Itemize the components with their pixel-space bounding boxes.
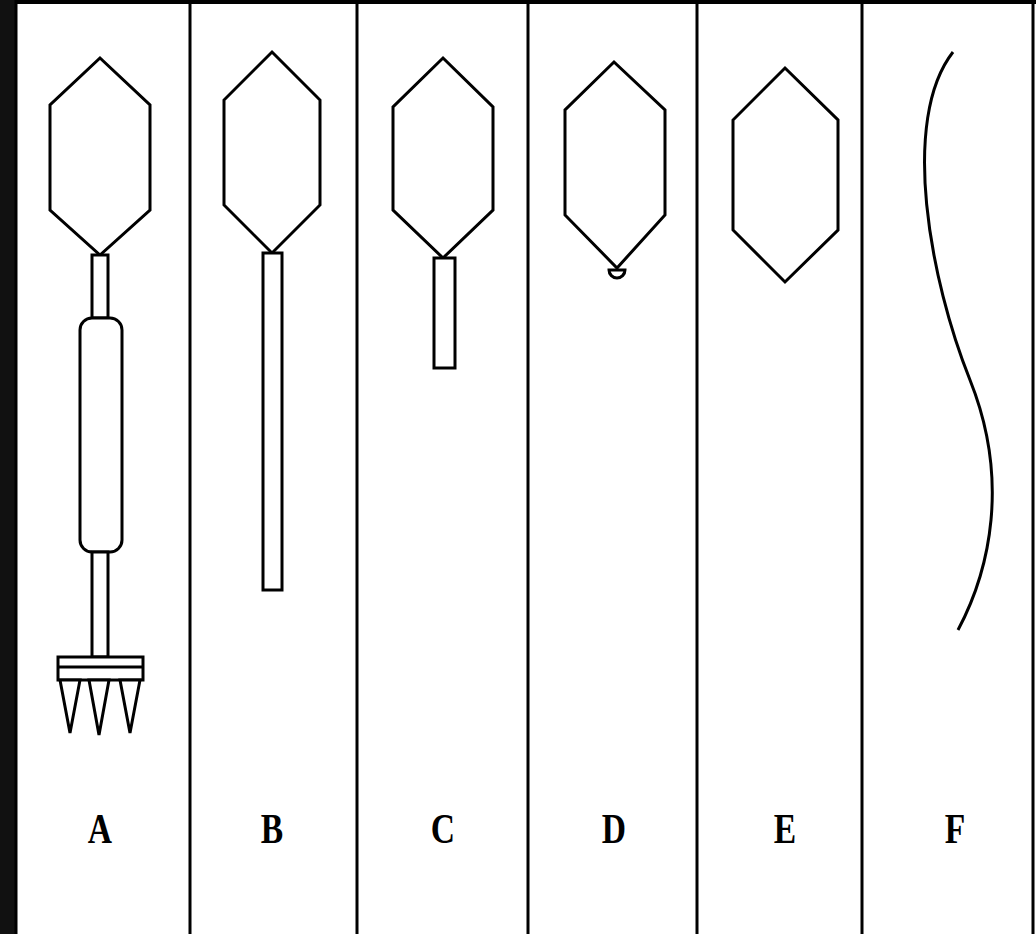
- tailless-phage: [733, 68, 838, 282]
- panel-letter: E: [749, 808, 821, 850]
- panel-letter: C: [407, 808, 479, 850]
- phage-with-knob: [565, 62, 665, 278]
- panel-letter: D: [578, 808, 650, 850]
- tailed-phage-short: [393, 58, 493, 368]
- tailed-phage-contractile: [50, 58, 150, 735]
- filamentous-phage: [925, 52, 993, 630]
- panel-letter: B: [236, 808, 308, 850]
- panel-letter: A: [64, 808, 136, 850]
- panel-letter: F: [919, 808, 991, 850]
- tailed-phage-long: [224, 52, 320, 590]
